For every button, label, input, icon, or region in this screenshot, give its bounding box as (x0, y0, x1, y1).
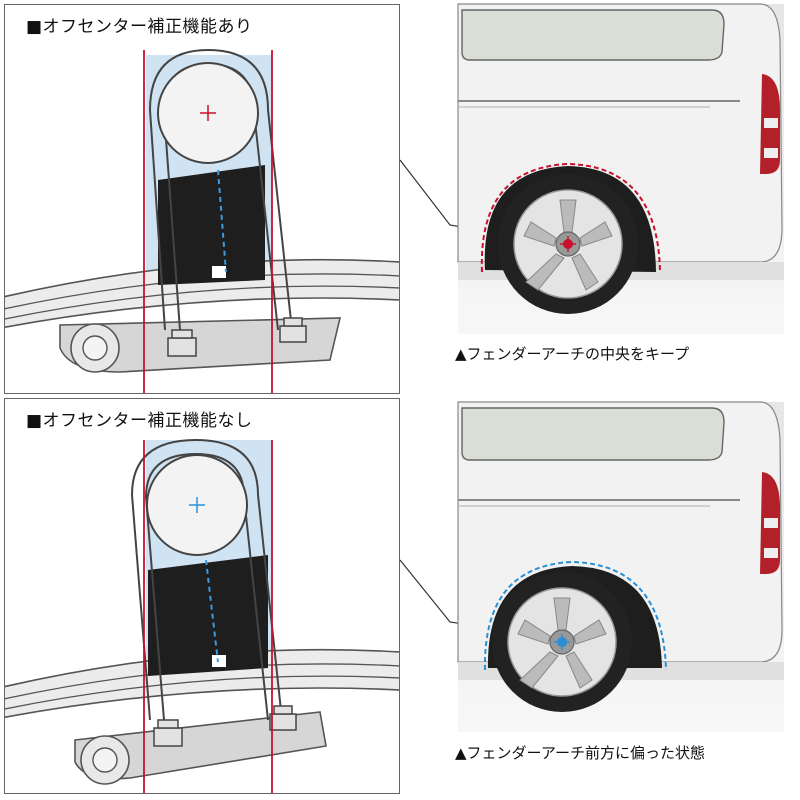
guide-lines-top (143, 50, 273, 393)
u-bolt-bottom (130, 438, 283, 721)
spring-eye-bottom (74, 711, 327, 785)
axle-diagram-bottom (5, 438, 399, 793)
van-window-bottom (461, 407, 725, 461)
block-marker-bottom (212, 655, 226, 667)
spacer-block-top (158, 165, 265, 285)
axle-center-cross-bottom (189, 497, 205, 513)
van-illustration-top (457, 3, 784, 334)
heading-without-correction: ■オフセンター補正機能なし (26, 411, 253, 431)
spacer-block-bottom (148, 555, 268, 676)
axle-diagram-top (5, 48, 399, 393)
caption-centered-arch: ▲フェンダーアーチの中央をキープ (455, 345, 690, 363)
caption-offset-arch: ▲フェンダーアーチ前方に偏った状態 (455, 744, 706, 762)
heading-with-correction: ■オフセンター補正機能あり (26, 17, 253, 37)
center-dash-top (217, 169, 227, 273)
center-dash-bottom (205, 559, 219, 663)
guide-lines-bottom (143, 440, 273, 793)
van-illustration-bottom (457, 401, 784, 732)
axle-center-cross-top (200, 105, 216, 121)
block-marker-top (212, 266, 226, 278)
spring-eye-top (59, 317, 342, 373)
van-window-top (461, 9, 725, 61)
bolt-nuts-top (167, 317, 307, 357)
bolt-nuts-bottom (153, 705, 297, 747)
